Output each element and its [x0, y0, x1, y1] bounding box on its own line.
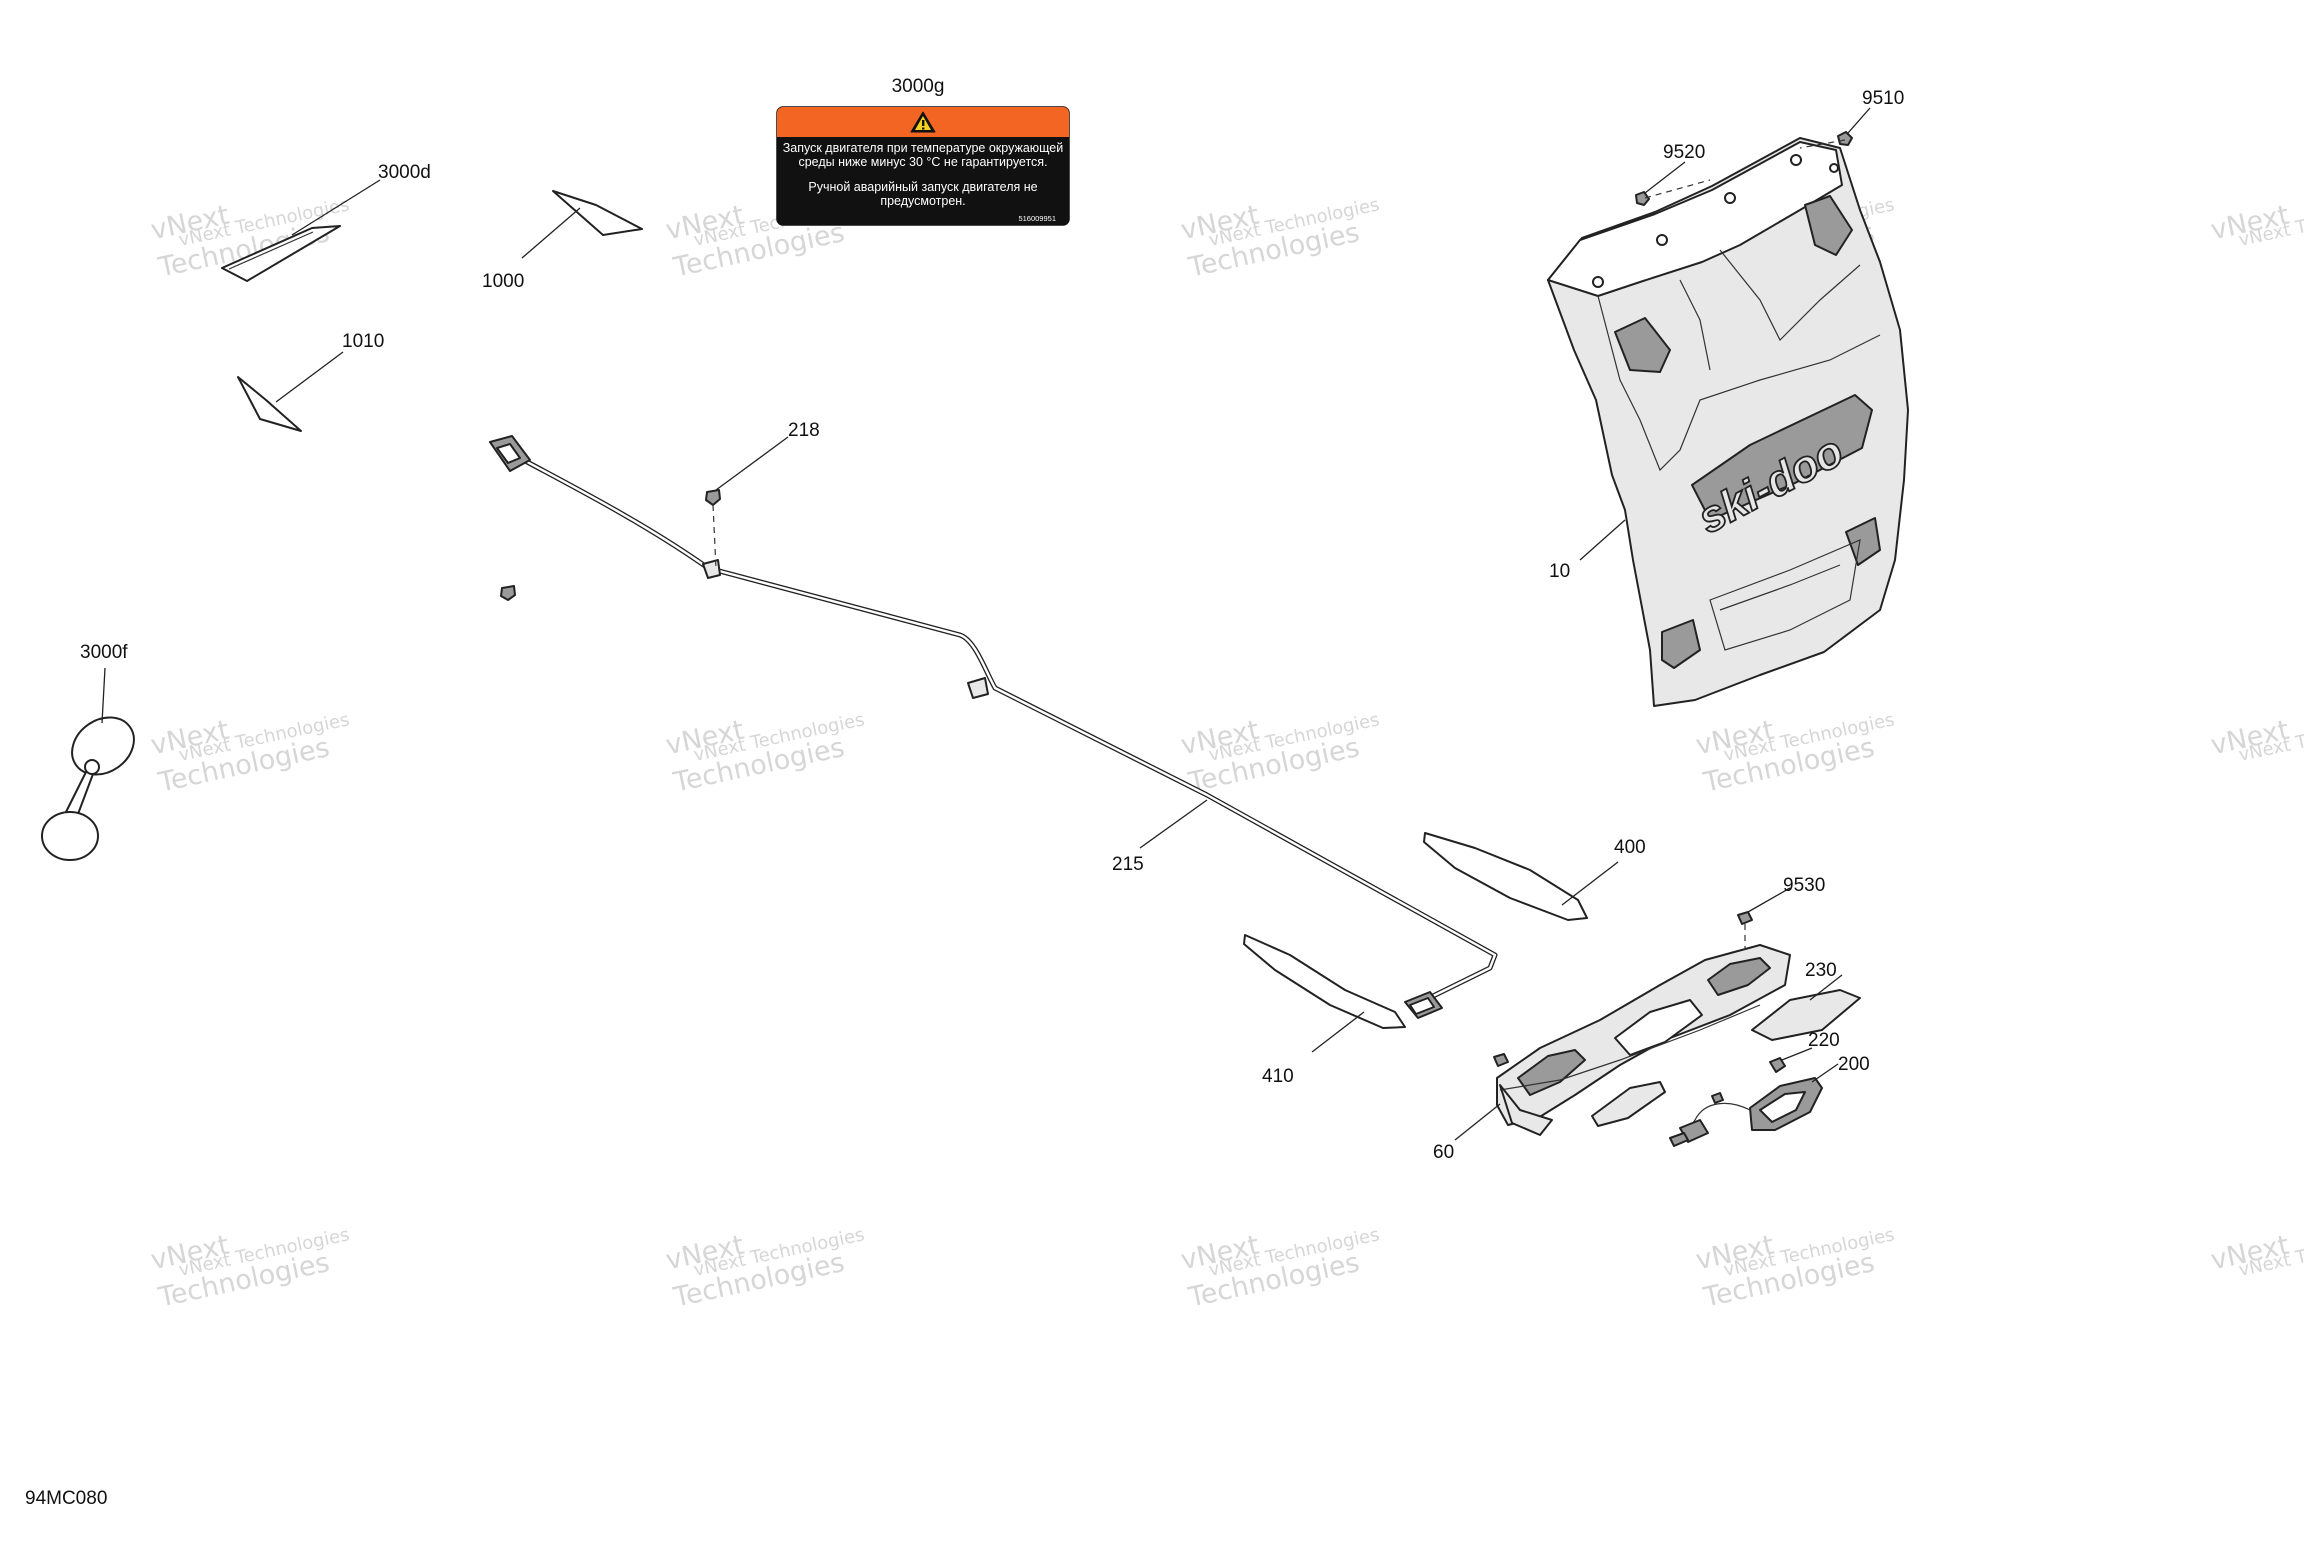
part-220-push-nut-spare [1711, 1092, 1724, 1104]
callout-220[interactable]: 220 [1808, 1030, 1840, 1051]
diagram-code: 94MC080 [25, 1488, 107, 1509]
watermark: vNext vNext Technologies [2208, 194, 2304, 251]
leader-400 [1561, 861, 1619, 906]
leader-3000f [101, 667, 106, 724]
watermark: vNext vNext Technologies Technologies [148, 709, 351, 798]
warning-triangle-icon [910, 111, 936, 133]
decal-line2: среды ниже минус 30 °C не гарантируется. [798, 155, 1047, 169]
callout-400[interactable]: 400 [1614, 837, 1646, 858]
part-215-wire-harness[interactable] [489, 435, 1498, 1019]
callout-10[interactable]: 10 [1549, 561, 1570, 582]
part-3000f-mirror[interactable] [41, 706, 145, 861]
part-9530-screw[interactable] [1493, 911, 1753, 1067]
callout-1000[interactable]: 1000 [482, 271, 524, 292]
flap-vent-lower-right [1845, 517, 1881, 566]
decal-line3: Ручной аварийный запуск двигателя не [808, 180, 1037, 194]
part-218-push-clip-spare [500, 585, 516, 601]
part-1010-reflector[interactable] [237, 376, 302, 432]
callout-9530[interactable]: 9530 [1783, 875, 1825, 896]
callout-200[interactable]: 200 [1838, 1054, 1870, 1075]
leader-200 [1811, 1063, 1839, 1083]
part-400-reflector[interactable] [1423, 832, 1588, 921]
part-9520-nut[interactable] [1635, 179, 1711, 206]
part-3000d-decal[interactable] [221, 225, 341, 282]
callout-410[interactable]: 410 [1262, 1066, 1294, 1087]
part-220-push-nut[interactable] [1711, 1057, 1786, 1104]
watermark: vNext vNext Technologies Technologies [1693, 709, 1896, 798]
callout-230[interactable]: 230 [1805, 960, 1837, 981]
callout-3000d[interactable]: 3000d [378, 162, 431, 183]
connector-left [489, 435, 531, 472]
part-200-tail-light[interactable] [1669, 1077, 1823, 1147]
callout-218[interactable]: 218 [788, 420, 820, 441]
watermark: vNext vNext Technologies [2208, 1224, 2304, 1281]
leader-230 [1809, 974, 1843, 1001]
decal-line1: Запуск двигателя при температуре окружаю… [783, 141, 1064, 155]
part-218-push-clip[interactable] [500, 489, 721, 601]
leader-1010 [275, 351, 344, 403]
leader-220 [1781, 1047, 1813, 1061]
leader-1000 [521, 207, 581, 259]
part-3000g-warning-decal[interactable]: Запуск двигателя при температуре окружаю… [776, 106, 1070, 226]
leader-215 [1139, 799, 1208, 849]
watermark: vNext vNext Technologies Technologies [1178, 1224, 1381, 1313]
part-9510-nut[interactable] [1799, 131, 1853, 149]
watermark: vNext vNext Technologies Technologies [148, 1224, 351, 1313]
part-230-lens[interactable] [1591, 989, 1861, 1127]
watermark: vNext vNext Technologies Technologies [1178, 194, 1381, 283]
watermark-layer: vNext vNext Technologies Technologies vN… [148, 194, 2304, 1313]
part-1000-reflector[interactable] [552, 190, 643, 236]
callout-1010[interactable]: 1010 [342, 331, 384, 352]
connector-right [1404, 991, 1443, 1019]
leader-10 [1579, 519, 1626, 561]
watermark: vNext vNext Technologies Technologies [1693, 1224, 1896, 1313]
part-10-snow-flap[interactable]: ski-doo [1547, 137, 1909, 707]
leader-3000d [291, 179, 381, 236]
callout-3000g[interactable]: 3000g [892, 76, 945, 97]
harness-clip [967, 677, 989, 699]
flap-vent-lower-left [1661, 619, 1701, 669]
leader-9520 [1644, 161, 1686, 194]
decal-part-number: 516009951 [1018, 214, 1056, 223]
callout-3000f[interactable]: 3000f [80, 642, 128, 663]
watermark: vNext vNext Technologies [2208, 709, 2304, 766]
leader-218 [715, 436, 789, 491]
watermark: vNext vNext Technologies Technologies [663, 709, 866, 798]
part-410-reflector[interactable] [1243, 934, 1406, 1029]
flap-vent-left [1614, 317, 1671, 373]
flap-vent-right [1804, 195, 1853, 256]
harness-clip [702, 559, 721, 579]
leader-60 [1454, 1103, 1501, 1141]
part-60-taillight-housing[interactable] [1496, 944, 1791, 1136]
callout-9510[interactable]: 9510 [1862, 88, 1904, 109]
leader-9530 [1747, 887, 1791, 913]
part-230-lens-lower [1591, 1081, 1666, 1127]
callout-60[interactable]: 60 [1433, 1142, 1454, 1163]
leader-410 [1311, 1011, 1365, 1053]
callout-9520[interactable]: 9520 [1663, 142, 1705, 163]
watermark: vNext vNext Technologies Technologies [1178, 709, 1381, 798]
leader-9510 [1847, 107, 1871, 134]
callout-215[interactable]: 215 [1112, 854, 1144, 875]
flap-logo-panel [1691, 394, 1873, 521]
part-9530-screw-spare [1493, 1053, 1509, 1067]
watermark: vNext vNext Technologies Technologies [663, 1224, 866, 1313]
decal-line4: предусмотрен. [880, 194, 965, 208]
